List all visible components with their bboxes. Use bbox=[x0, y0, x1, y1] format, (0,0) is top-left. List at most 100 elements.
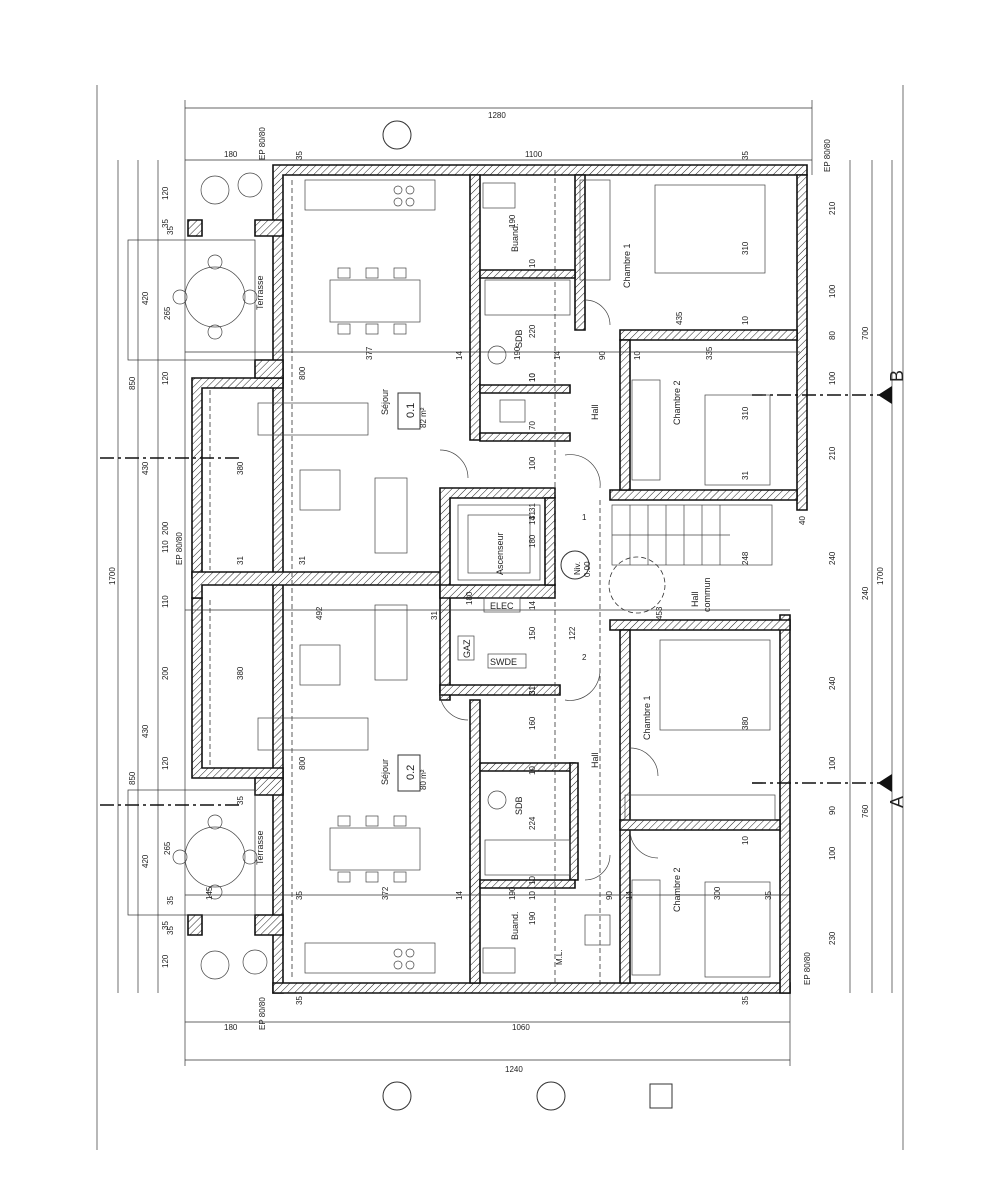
dim-interior-item: 35 bbox=[295, 891, 304, 900]
dim-interior-item: 310 bbox=[741, 241, 750, 255]
dim-interior-item: 14 bbox=[528, 516, 537, 525]
label-stair-1: 1 bbox=[582, 513, 587, 522]
dim-right-chain-item: 210 bbox=[828, 446, 837, 460]
dim-left-chain-item: 120 bbox=[161, 371, 170, 385]
label-ascenseur: Ascenseur bbox=[495, 532, 505, 575]
unit-number-top: 0.1 bbox=[405, 403, 417, 418]
dim-left-chain-item: 200 bbox=[161, 666, 170, 680]
dim-right-chain-item: 90 bbox=[828, 806, 837, 815]
left-dimension-chain: 1203542026512043020011011020043012026542… bbox=[141, 186, 172, 968]
dim-top-left-offset: 180 bbox=[224, 150, 238, 159]
dim-interior-item: 90 bbox=[605, 891, 614, 900]
label-sdb-bottom: SDB bbox=[514, 796, 524, 815]
dim-right-chain-item: 230 bbox=[828, 931, 837, 945]
dim-right-chain-item: 100 bbox=[828, 284, 837, 298]
dim-left-chain-item: 110 bbox=[161, 595, 170, 608]
dim-interior-item: 10 bbox=[741, 316, 750, 325]
dimension-texts: 1280 1100 180 1060 1240 180 1700 1700 85… bbox=[108, 111, 885, 1074]
label-gaz: GAZ bbox=[462, 639, 472, 658]
label-sdb-top: SDB bbox=[514, 329, 524, 348]
dim-interior-item: 100 bbox=[528, 456, 537, 470]
dim-interior-item: 800 bbox=[298, 756, 307, 770]
dim-interior-item: 380 bbox=[741, 716, 750, 730]
label-niv-2: 0.00 bbox=[583, 561, 592, 577]
dim-interior-item: 31 bbox=[741, 471, 750, 480]
dim-wall-thickness: 35 bbox=[295, 151, 304, 160]
dim-interior-item: 35 bbox=[764, 891, 773, 900]
dim-interior-item: 10 bbox=[528, 766, 537, 775]
planters bbox=[200, 172, 268, 980]
dim-interior-item: 70 bbox=[528, 421, 537, 430]
dining-furniture bbox=[329, 267, 421, 883]
dim-bottom-left-offset: 180 bbox=[224, 1023, 238, 1032]
dim-right-chain-item: 240 bbox=[861, 586, 870, 600]
dim-interior-item: 10 bbox=[528, 891, 537, 900]
dim-right-chain-item: 40 bbox=[798, 516, 807, 525]
dim-interior-item: 190 bbox=[513, 346, 522, 360]
label-sejour-top: Séjour bbox=[380, 389, 390, 415]
label-buand-bottom: Buand. bbox=[510, 911, 520, 940]
dim-interior-item: 10 bbox=[633, 351, 642, 360]
dim-interior-item: 453 bbox=[655, 606, 664, 620]
dim-wall-thickness: 35 bbox=[166, 926, 175, 935]
doors bbox=[439, 299, 659, 881]
dim-wall-thickness: 35 bbox=[295, 996, 304, 1005]
dimension-lines bbox=[117, 100, 893, 1066]
axis-b: B bbox=[887, 370, 907, 382]
dim-left-chain-item: 120 bbox=[161, 954, 170, 968]
dim-right-chain-item: 240 bbox=[828, 676, 837, 690]
dim-left-chain-item: 120 bbox=[161, 186, 170, 200]
bedroom-furniture bbox=[579, 179, 776, 978]
bathroom-fixtures bbox=[482, 182, 611, 974]
dim-interior-item: 31 bbox=[298, 556, 307, 565]
dim-left-chain-item: 430 bbox=[141, 461, 150, 475]
label-niv-1: Niv. bbox=[573, 562, 582, 575]
dim-bottom-overall: 1240 bbox=[505, 1065, 523, 1074]
dim-right-chain-item: 80 bbox=[828, 331, 837, 340]
construction-lines bbox=[185, 170, 800, 985]
dim-interior-item: 31 bbox=[430, 611, 439, 620]
dim-interior-item: 10 bbox=[528, 373, 537, 382]
dim-right-760: 760 bbox=[861, 804, 870, 818]
dim-interior-item: 31 bbox=[236, 556, 245, 565]
label-hall-top: Hall bbox=[590, 404, 600, 420]
dim-right-700: 700 bbox=[861, 326, 870, 340]
label-chambre2-bottom: Chambre 2 bbox=[672, 867, 682, 912]
dim-interior-item: 10 bbox=[528, 373, 537, 382]
label-ep-bottom-left: EP 80/80 bbox=[258, 997, 267, 1030]
elevator-core bbox=[457, 504, 541, 669]
dim-interior-item: 14 bbox=[455, 351, 464, 360]
dim-interior-item: 435 bbox=[675, 311, 684, 325]
unit-area-top: 82 m² bbox=[419, 407, 428, 428]
dim-left-chain-item: 265 bbox=[163, 841, 172, 855]
dim-interior-item: 300 bbox=[713, 886, 722, 900]
label-hall-bottom: Hall bbox=[590, 752, 600, 768]
dim-interior-item: 190 bbox=[508, 886, 517, 900]
dim-interior-item: 220 bbox=[528, 324, 537, 338]
dim-wall-thickness: 35 bbox=[166, 226, 175, 235]
dim-interior-item: 160 bbox=[528, 716, 537, 730]
dim-interior-item: 10 bbox=[741, 836, 750, 845]
dim-right-chain-item: 100 bbox=[828, 371, 837, 385]
dim-right-chain-item: 240 bbox=[828, 551, 837, 565]
label-terrasse-top: Terrasse bbox=[255, 275, 265, 310]
dim-interior-item: 90 bbox=[598, 351, 607, 360]
dim-wall-thickness: 35 bbox=[236, 796, 245, 805]
label-swde: SWDE bbox=[490, 657, 517, 667]
dim-left-chain-item: 110 bbox=[161, 540, 170, 553]
dim-interior-item: 10 bbox=[528, 876, 537, 885]
dim-interior-item: 248 bbox=[741, 551, 750, 565]
dim-left-chain-item: 420 bbox=[141, 291, 150, 305]
walls bbox=[187, 164, 808, 994]
dim-left-total: 1700 bbox=[108, 567, 117, 585]
dim-interior-item: 380 bbox=[236, 666, 245, 680]
dim-left-chain-item: 200 bbox=[161, 521, 170, 535]
dim-left-chain-item: 35 bbox=[161, 921, 170, 930]
dim-interior-item: 335 bbox=[705, 346, 714, 360]
dim-left-chain-item: 430 bbox=[141, 724, 150, 738]
dim-left-chain-item: 120 bbox=[161, 756, 170, 770]
room-labels: Séjour Séjour 0.1 82 m² 0.2 80 m² Terras… bbox=[175, 127, 907, 1030]
